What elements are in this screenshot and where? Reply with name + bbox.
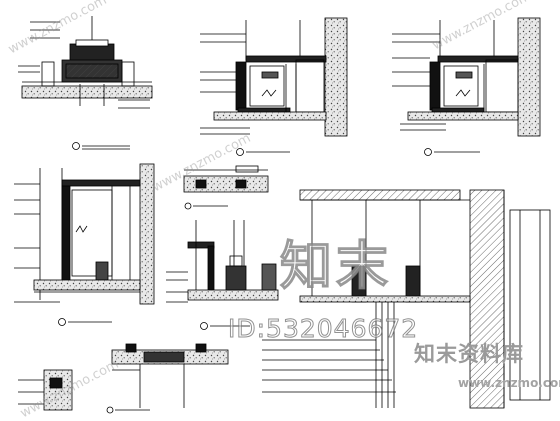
brand-watermark: 知末	[279, 236, 393, 297]
detail-6-step-section	[166, 220, 279, 330]
detail-5-plan-strips	[183, 165, 269, 210]
site-logo: 知末资料库 www.znzmo.com	[414, 338, 560, 418]
detail-1-fixture-section	[18, 16, 153, 150]
site-logo-name: 知末资料库	[414, 342, 524, 366]
id-watermark: ID:532046672	[227, 314, 419, 344]
site-logo-url: www.znzmo.com	[458, 376, 560, 390]
detail-3-ceiling-section	[392, 17, 541, 156]
detail-8-base-section	[18, 343, 229, 414]
detail-7-elevation	[262, 189, 551, 409]
detail-2-ceiling-section	[200, 17, 348, 156]
detail-4-wall-section	[14, 163, 155, 326]
